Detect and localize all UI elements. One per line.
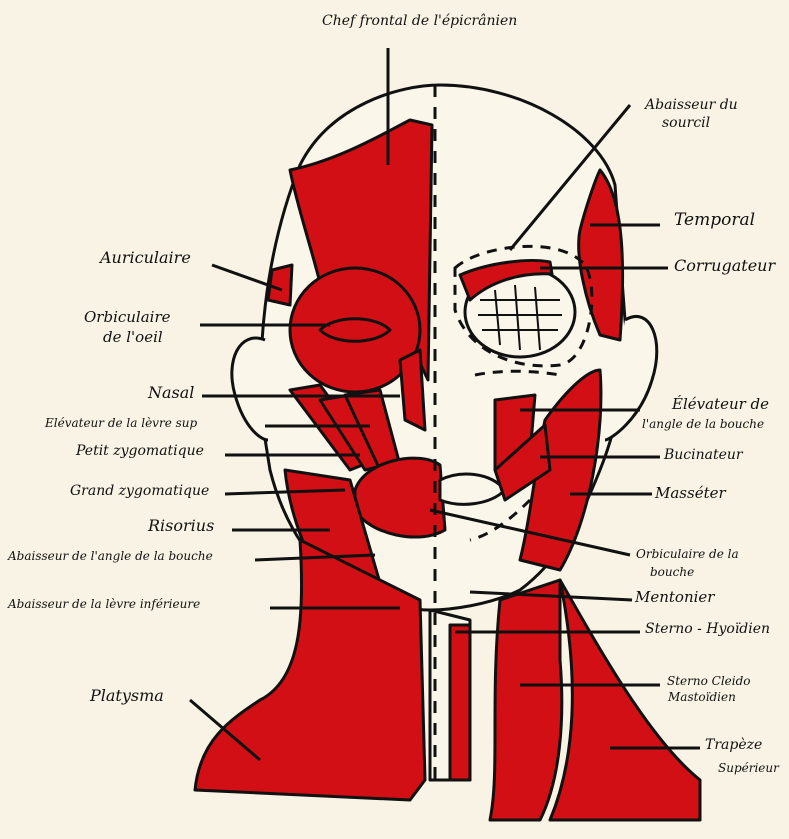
label-elevateur-angle-bouche-2: l'angle de la bouche: [642, 417, 765, 431]
orbicularis-oculi-muscle: [288, 266, 422, 394]
label-orbiculaire-oeil-2: de l'oeil: [103, 328, 163, 346]
label-risorius: Risorius: [148, 516, 215, 535]
trapezius-muscle: [548, 578, 702, 822]
sternocleidomastoid-muscle: [488, 578, 564, 822]
label-orbiculaire-bouche-1: Orbiculaire de la: [636, 547, 739, 561]
label-elevateur-angle-bouche-1: Élévateur de: [672, 395, 770, 413]
label-elevateur-levre-sup: Elévateur de la lèvre sup: [45, 416, 198, 430]
sterno-hyoid-muscle: [448, 623, 472, 782]
masseter-muscle: [518, 368, 603, 572]
label-sterno-cleido-1: Sterno Cleido: [667, 674, 751, 688]
label-sterno-cleido-2: Mastoïdien: [668, 690, 736, 704]
label-chef-frontal: Chef frontal de l'épicrânien: [322, 13, 518, 29]
platysma-muscle: [193, 538, 427, 802]
label-sterno-hyoidien: Sterno - Hyoïdien: [645, 621, 771, 637]
label-buccinateur: Bucinateur: [664, 447, 743, 463]
closed-eye: [318, 317, 392, 343]
orbicularis-oris-muscle: [353, 456, 447, 539]
label-abaisseur-sourcil-1: Abaisseur du: [645, 97, 738, 113]
leader-lines: [189, 48, 700, 762]
label-petit-zygomatique: Petit zygomatique: [76, 443, 204, 459]
label-nasal: Nasal: [148, 383, 195, 402]
label-abaisseur-angle-bouche: Abaisseur de l'angle de la bouche: [8, 549, 213, 563]
label-corrugateur: Corrugateur: [674, 256, 776, 275]
label-abaisseur-levre-inf: Abaisseur de la lèvre inférieure: [8, 597, 201, 611]
nasal-muscle: [398, 348, 427, 432]
label-trapeze-2: Supérieur: [718, 761, 779, 775]
orbit-hatching: [478, 284, 562, 351]
label-orbiculaire-bouche-2: bouche: [650, 565, 695, 579]
label-trapeze-1: Trapèze: [705, 737, 763, 753]
label-grand-zygomatique: Grand zygomatique: [70, 483, 210, 499]
corrugator-muscle: [458, 259, 554, 302]
auricular-muscle: [266, 263, 294, 307]
label-mentonier: Mentonier: [635, 588, 715, 606]
label-abaisseur-sourcil-2: sourcil: [662, 115, 711, 131]
ear-left: [230, 336, 269, 442]
label-masseter: Masséter: [655, 484, 726, 502]
label-platysma: Platysma: [90, 686, 164, 705]
buccinator-muscle: [493, 423, 552, 502]
label-orbiculaire-oeil-1: Orbiculaire: [84, 308, 171, 326]
label-temporal: Temporal: [674, 210, 756, 230]
label-auriculaire: Auriculaire: [100, 248, 191, 267]
